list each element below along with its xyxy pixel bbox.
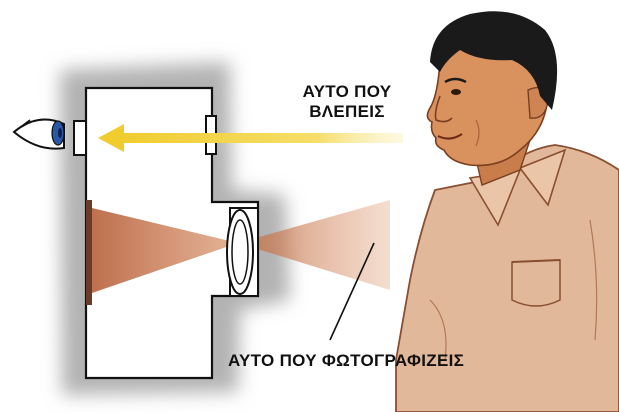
eye-icon: [14, 120, 64, 149]
lens: [227, 208, 258, 296]
label-what-you-see-line2: ΒΛΕΠΕΙΣ: [282, 102, 412, 122]
label-what-you-photograph: ΑΥΤΟ ΠΟΥ ΦΩΤΟΓΡΑΦΙΖΕΙΣ: [228, 351, 464, 371]
label-what-you-see: ΑΥΤΟ ΠΟΥ ΒΛΕΠΕΙΣ: [282, 82, 412, 122]
film-plate: [86, 200, 92, 305]
viewfinder-window-rear: [74, 121, 86, 155]
label-what-you-see-line1: ΑΥΤΟ ΠΟΥ: [282, 82, 412, 102]
